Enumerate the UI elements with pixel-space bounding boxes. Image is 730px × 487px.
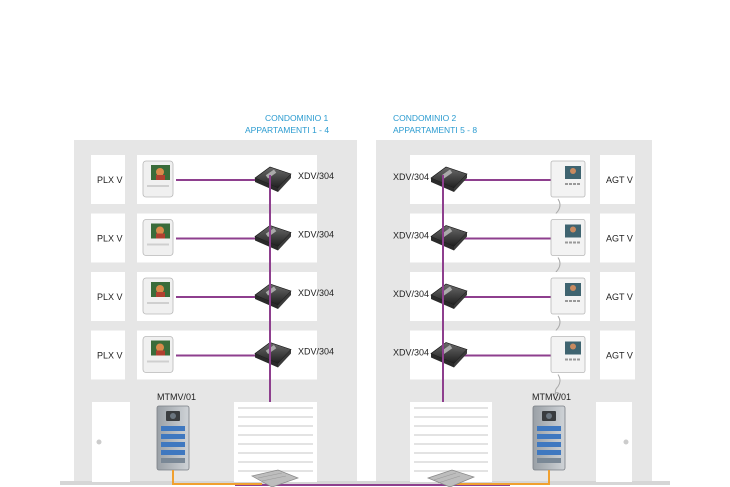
power-wire-right — [455, 470, 550, 485]
ground-line — [60, 481, 670, 485]
decoder-label-right: XDV/304 — [393, 172, 429, 182]
monitor-plx-icon — [142, 219, 174, 256]
lobby-room-left-b — [234, 402, 317, 482]
monitor-label-left: PLX V — [97, 351, 123, 361]
monitor-label-right: AGT V — [606, 351, 633, 361]
monitor-label-right: AGT V — [606, 234, 633, 244]
decoder-left-icon — [254, 166, 292, 192]
door-panel-right — [532, 405, 566, 471]
room-label-right — [600, 272, 635, 321]
decoder-label-right: XDV/304 — [393, 348, 429, 358]
room-label-left — [91, 272, 125, 321]
lobby-room-right-a — [410, 402, 492, 482]
monitor-plx-icon — [142, 160, 174, 198]
decoder-label-right: XDV/304 — [393, 231, 429, 241]
monitor-label-left: PLX V — [97, 292, 123, 302]
lobby-light-left — [96, 439, 102, 445]
decoder-label-left: XDV/304 — [298, 288, 334, 298]
decoder-label-right: XDV/304 — [393, 289, 429, 299]
monitor-plx-icon — [142, 336, 174, 373]
monitor-plx-icon — [142, 277, 174, 315]
decoder-left-icon — [254, 225, 292, 251]
decoder-right-icon — [430, 283, 468, 309]
monitor-agt-icon — [550, 219, 586, 256]
monitor-label-right: AGT V — [606, 292, 633, 302]
monitor-agt-icon — [550, 336, 586, 373]
floor-4: PLX V XDV/304 XDV/304 AGT V — [91, 330, 635, 401]
decoder-right-icon — [430, 342, 468, 368]
floor-2: PLX V XDV/304 XDV/304 AGT V — [91, 213, 635, 284]
caption-right-line1: CONDOMINIO 2 — [393, 113, 457, 123]
decoder-label-left: XDV/304 — [298, 230, 334, 240]
decoder-label-left: XDV/304 — [298, 347, 334, 357]
floor-1: PLX V XDV/304 XDV/304 AGT V — [91, 155, 635, 226]
caption-left-line1: CONDOMINIO 1 — [265, 113, 329, 123]
decoder-label-left: XDV/304 — [298, 171, 334, 181]
power-supply-left — [251, 469, 300, 487]
door-panel-label-right: MTMV/01 — [532, 392, 571, 402]
caption-right-line2: APPARTAMENTI 5 - 8 — [393, 125, 477, 135]
monitor-label-right: AGT V — [606, 175, 633, 185]
monitor-agt-icon — [550, 277, 586, 315]
room-label-right — [600, 213, 635, 263]
mailbox-lines-left — [238, 407, 313, 472]
power-supply-right — [426, 469, 476, 487]
caption-left-line2: APPARTAMENTI 1 - 4 — [245, 125, 329, 135]
monitor-agt-icon — [550, 160, 586, 198]
monitor-label-left: PLX V — [97, 234, 123, 244]
power-wire-left — [172, 470, 262, 485]
door-panel-label-left: MTMV/01 — [157, 392, 196, 402]
room-label-right — [600, 155, 635, 204]
room-label-left — [91, 155, 125, 204]
monitor-label-left: PLX V — [97, 175, 123, 185]
room-label-left — [91, 213, 125, 263]
door-panel-left — [156, 405, 190, 471]
lobby-light-right — [623, 439, 629, 445]
handset-cord-icon — [553, 374, 561, 401]
room-label-left — [91, 330, 125, 380]
room-label-right — [600, 330, 635, 380]
